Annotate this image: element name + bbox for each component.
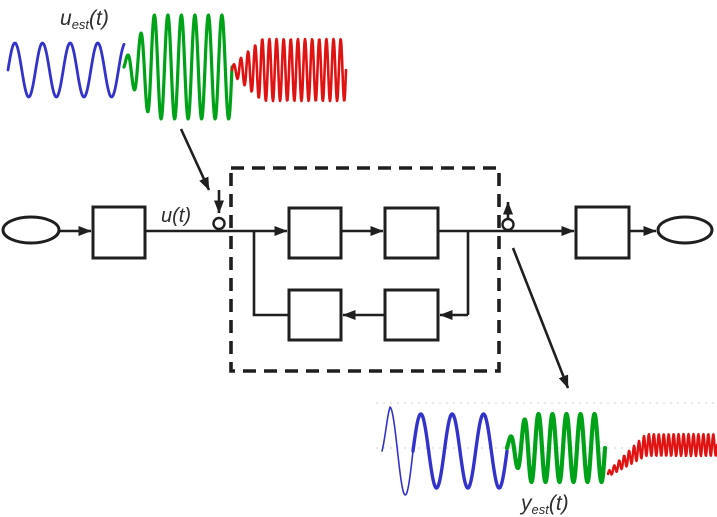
output-tap-node <box>501 217 515 232</box>
label-u-t-text: u(t) <box>161 205 191 227</box>
label-y-est-base: y <box>519 492 533 515</box>
waveform-sine-lead-in-thin <box>381 406 414 496</box>
grid-dots <box>376 402 717 449</box>
system-boundary <box>229 166 501 373</box>
block-diagram <box>1 128 714 389</box>
output-block <box>574 205 631 260</box>
input-block <box>91 205 147 260</box>
waveform-mid-frequency-growing <box>122 13 234 121</box>
waveform-low-frequency-sine <box>6 41 126 99</box>
label-u-est-base: u <box>60 7 72 30</box>
output-terminal <box>656 215 714 245</box>
arrow-uest-to-input-node <box>179 128 211 191</box>
waveform-low-frequency-sine <box>411 412 509 490</box>
input-signal-waveform <box>6 13 348 121</box>
label-y-est: yest(t) <box>519 492 569 517</box>
label-u-est-sub: est <box>72 17 91 32</box>
label-u-t: u(t) <box>161 205 191 227</box>
forward-block-2 <box>383 206 440 260</box>
feedback-block-2 <box>383 288 440 342</box>
feedback-block-1 <box>287 288 343 342</box>
forward-block-1 <box>287 206 343 260</box>
label-y-est-rest: (t) <box>549 492 569 515</box>
arrow-output-node-to-yest <box>511 247 570 389</box>
waveform-high-frequency-ramp-up <box>230 37 348 103</box>
waveform-high-frequency-step-rise <box>606 432 717 476</box>
input-terminal <box>1 215 61 245</box>
output-signal-waveform <box>381 406 717 496</box>
label-y-est-sub: est <box>532 502 551 517</box>
label-u-est: uest(t) <box>60 7 109 32</box>
waveform-mid-frequency-growing <box>504 411 608 485</box>
input-injection-node <box>212 216 226 231</box>
label-u-est-rest: (t) <box>89 7 109 30</box>
